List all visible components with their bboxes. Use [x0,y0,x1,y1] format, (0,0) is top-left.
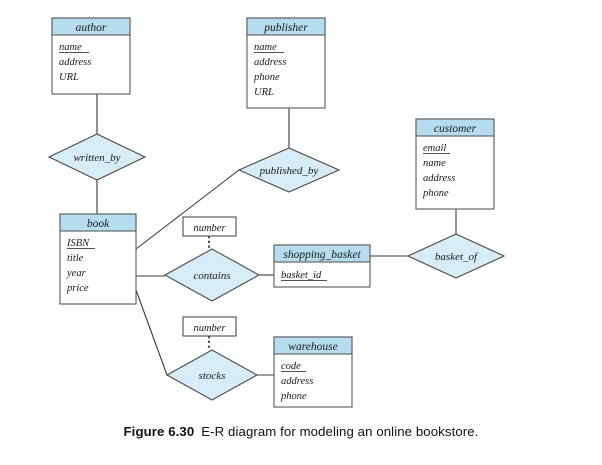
attribute-contains-number-label: number [193,223,226,234]
entity-book-header [59,213,137,232]
entity-author-attr-2: URL [59,72,79,83]
entity-author[interactable]: author name address URL [51,17,131,95]
entity-warehouse-title: warehouse [288,341,337,353]
entity-customer-title: customer [434,123,477,135]
er-diagram-canvas: author name address URL publisher name a… [47,17,506,408]
entity-shopping_basket-attr-0: basket_id [281,270,322,281]
relationship-contains[interactable]: contains [163,248,261,302]
entity-book-title: book [87,218,110,230]
relationship-written_by[interactable]: written_by [47,133,147,181]
relationship-contains-label: contains [193,270,230,282]
entity-publisher[interactable]: publisher name address phone URL [246,17,326,109]
entity-shopping_basket[interactable]: shopping_basket basket_id [273,244,371,288]
entity-shopping_basket-title: shopping_basket [283,249,361,261]
attribute-stocks-number-box [182,316,237,337]
entity-book-attr-2: year [66,268,87,279]
entity-customer-attr-3: phone [422,188,449,199]
relationship-basket_of-shape [406,233,506,279]
relationship-stocks-label: stocks [199,370,226,382]
entity-customer-attr-2: address [423,173,455,184]
relationship-written_by-label: written_by [73,152,120,164]
entity-warehouse-header [273,336,353,355]
relationship-basket_of-label: basket_of [435,251,479,263]
figure-caption-text: E-R diagram for modeling an online books… [201,424,479,439]
attribute-contains-number-box [182,216,237,237]
entity-shopping_basket-header [273,244,371,263]
relationship-published_by-label: published_by [259,165,319,177]
figure-caption-label: Figure 6.30 [123,424,195,439]
entity-book-attr-1: title [67,253,84,264]
entity-book-attr-0: ISBN [66,238,90,249]
relationship-published_by-shape [237,147,341,193]
entity-warehouse-attr-0: code [281,361,301,372]
entity-publisher-title: publisher [263,22,308,34]
attribute-stocks-number-label: number [193,323,226,334]
relationship-contains-shape [163,248,261,302]
entity-book[interactable]: book ISBN title year price [59,213,137,305]
entity-author-attr-0: name [59,42,82,53]
entity-publisher-attr-0: name [254,42,277,53]
entity-warehouse-attr-1: address [281,376,313,387]
attribute-stocks-number[interactable]: number [182,316,237,337]
entity-book-attr-3: price [66,283,89,294]
relationship-written_by-shape [47,133,147,181]
entity-customer-header [415,118,495,137]
connector-lines [96,94,457,376]
entity-customer-attr-1: name [423,158,446,169]
entity-warehouse-attr-2: phone [280,391,307,402]
entity-author-attr-1: address [59,57,91,68]
entity-customer-attr-0: email [423,143,446,154]
entity-author-header [51,17,131,36]
relationship-stocks-shape [165,349,259,401]
entity-customer[interactable]: customer email name address phone [415,118,495,210]
relationship-published_by[interactable]: published_by [237,147,341,193]
entity-publisher-header [246,17,326,36]
entity-publisher-attr-2: phone [253,72,280,83]
entity-warehouse[interactable]: warehouse code address phone [273,336,353,408]
edge-published_by-book [135,169,240,250]
entity-publisher-attr-3: URL [254,87,274,98]
relationship-basket_of[interactable]: basket_of [406,233,506,279]
edge-book-stocks [135,289,168,376]
relationship-stocks[interactable]: stocks [165,349,259,401]
entity-publisher-attr-1: address [254,57,286,68]
figure-caption: Figure 6.30 E-R diagram for modeling an o… [0,424,602,439]
attribute-contains-number[interactable]: number [182,216,237,237]
entity-author-title: author [76,22,107,34]
